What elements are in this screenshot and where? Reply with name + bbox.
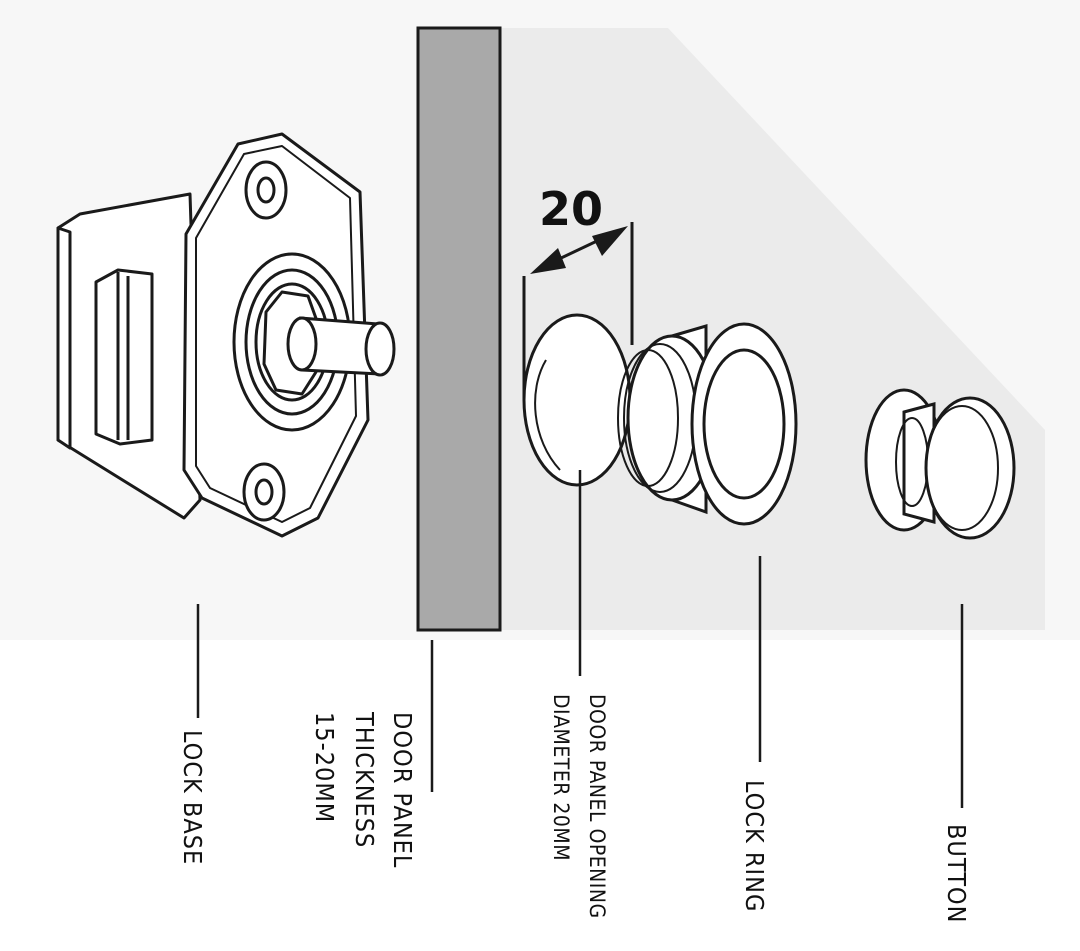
dimension-value: 20 xyxy=(539,182,603,236)
label-door-panel-line2: THICKNESS xyxy=(350,711,379,848)
dimension-annotation xyxy=(522,222,634,400)
label-door-panel-line3: 15-20MM xyxy=(310,712,339,823)
label-door-panel-line1: DOOR PANEL xyxy=(388,712,417,868)
label-door-panel-thickness: DOOR PANEL THICKNESS 15-20MM xyxy=(310,711,417,868)
label-lock-base: LOCK BASE xyxy=(178,730,207,865)
leader-lines xyxy=(196,470,964,808)
label-opening-line1: DOOR PANEL OPENING xyxy=(585,694,609,919)
label-button: BUTTON xyxy=(942,824,971,923)
lock-base-illustration xyxy=(56,132,396,538)
label-door-panel-opening: DOOR PANEL OPENING DIAMETER 20MM xyxy=(549,694,609,919)
label-lock-ring: LOCK RING xyxy=(740,780,769,912)
lock-ring-illustration xyxy=(617,322,798,526)
arrow-right-icon xyxy=(592,226,628,256)
door-panel-edge xyxy=(416,26,502,632)
arrow-left-icon xyxy=(530,248,566,274)
door-panel-opening-illustration xyxy=(522,313,632,487)
label-area xyxy=(0,640,1080,947)
label-opening-line2: DIAMETER 20MM xyxy=(549,694,573,861)
button-illustration xyxy=(864,388,1016,540)
